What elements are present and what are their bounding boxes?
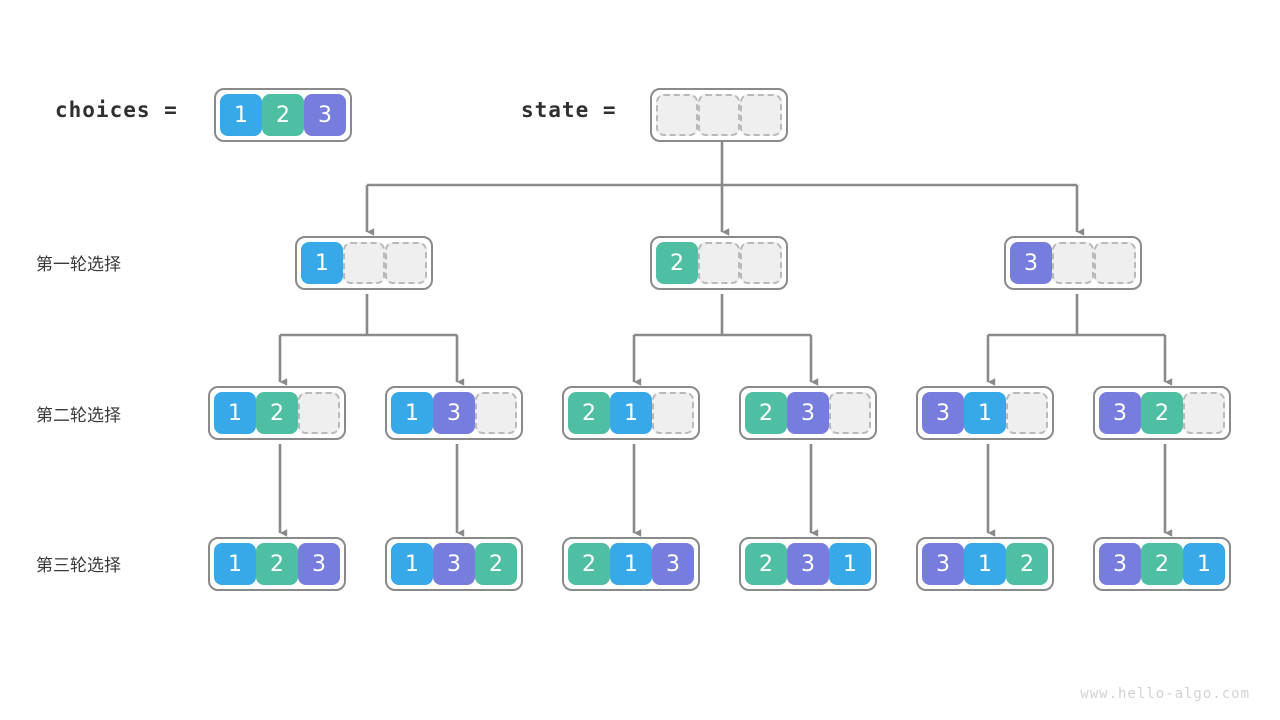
node-cell: 2 [1141,392,1183,434]
node-cell: 1 [964,543,1006,585]
node-round2-4: 3 1 [916,386,1054,440]
choices-array: 1 2 3 [214,88,352,142]
node-cell: 3 [787,543,829,585]
node-round3-2: 2 1 3 [562,537,700,591]
node-cell: 3 [1099,392,1141,434]
node-cell: 2 [1141,543,1183,585]
node-round2-3: 2 3 [739,386,877,440]
node-cell [343,242,385,284]
node-cell [1094,242,1136,284]
node-cell [1006,392,1048,434]
node-cell: 3 [298,543,340,585]
node-cell: 1 [391,392,433,434]
node-cell: 1 [214,392,256,434]
node-cell: 1 [1183,543,1225,585]
choices-cell-0: 1 [220,94,262,136]
node-cell [298,392,340,434]
node-round1-2: 3 [1004,236,1142,290]
node-cell: 2 [256,392,298,434]
node-round2-5: 3 2 [1093,386,1231,440]
node-round3-5: 3 2 1 [1093,537,1231,591]
node-cell: 2 [745,543,787,585]
node-cell: 2 [568,543,610,585]
node-cell: 2 [475,543,517,585]
node-cell: 3 [1099,543,1141,585]
node-cell: 3 [922,543,964,585]
choices-label: choices = [55,98,178,122]
node-round3-3: 2 3 1 [739,537,877,591]
site-watermark: www.hello-algo.com [1080,686,1250,702]
node-cell: 1 [829,543,871,585]
node-cell [698,242,740,284]
node-cell: 1 [214,543,256,585]
row-label-round-3: 第三轮选择 [36,556,121,576]
node-cell: 2 [256,543,298,585]
choices-cell-2: 3 [304,94,346,136]
node-cell: 3 [922,392,964,434]
node-round2-2: 2 1 [562,386,700,440]
node-cell [740,242,782,284]
state-cell-2 [740,94,782,136]
node-round1-1: 2 [650,236,788,290]
node-cell: 3 [433,543,475,585]
node-round2-1: 1 3 [385,386,523,440]
choices-cell-1: 2 [262,94,304,136]
state-cell-1 [698,94,740,136]
state-label: state = [521,98,617,122]
node-cell [1052,242,1094,284]
node-round2-0: 1 2 [208,386,346,440]
node-cell: 1 [964,392,1006,434]
node-cell: 3 [433,392,475,434]
state-array [650,88,788,142]
node-cell: 2 [656,242,698,284]
node-cell: 2 [568,392,610,434]
node-cell [385,242,427,284]
node-cell [652,392,694,434]
node-cell: 1 [610,392,652,434]
node-cell: 3 [652,543,694,585]
node-round3-4: 3 1 2 [916,537,1054,591]
node-round3-1: 1 3 2 [385,537,523,591]
node-round3-0: 1 2 3 [208,537,346,591]
node-cell: 2 [745,392,787,434]
row-label-round-1: 第一轮选择 [36,255,121,275]
node-cell [475,392,517,434]
row-label-round-2: 第二轮选择 [36,406,121,426]
node-cell [829,392,871,434]
node-cell: 1 [610,543,652,585]
state-cell-0 [656,94,698,136]
node-cell: 3 [787,392,829,434]
node-cell [1183,392,1225,434]
node-round1-0: 1 [295,236,433,290]
node-cell: 1 [391,543,433,585]
node-cell: 3 [1010,242,1052,284]
node-cell: 2 [1006,543,1048,585]
node-cell: 1 [301,242,343,284]
